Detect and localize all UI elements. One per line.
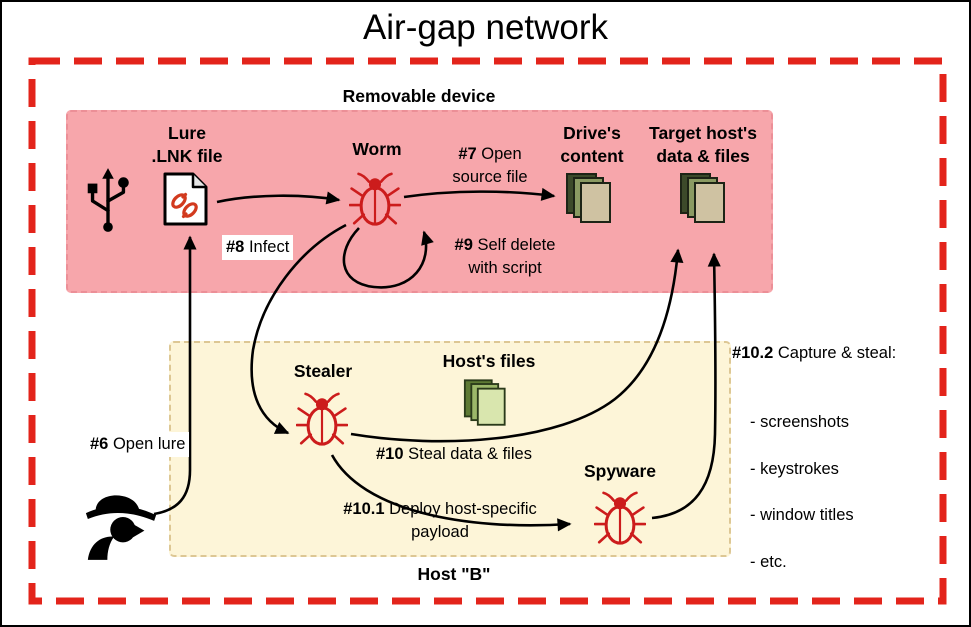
stealer-label: Stealer <box>293 361 353 381</box>
step-6-number: #6 <box>90 435 109 453</box>
step-10-1-text: Deploy host-specific payload <box>389 500 537 541</box>
target-host-label: Target host's data & files <box>649 123 757 167</box>
capture-item-window-titles: - window titles <box>750 506 854 525</box>
worker-silhouette-icon <box>82 476 160 560</box>
step-10-2-heading: #10.2 Capture & steal: <box>732 342 960 365</box>
stealer-bug-icon <box>296 389 348 449</box>
capture-item-screenshots: - screenshots <box>750 412 850 431</box>
lure-lnk-label: Lure .LNK file <box>151 123 223 167</box>
target-host-file-stack-icon <box>679 172 733 225</box>
step-10-2-capture-steal: #10.2 Capture & steal: - screenshots - k… <box>732 319 960 621</box>
step-9-text: Self delete with script <box>468 236 556 277</box>
hosts-files-label: Host's files <box>442 351 536 371</box>
step-10-2-items: - screenshots - keystrokes - window titl… <box>732 387 960 598</box>
step-9-number: #9 <box>454 236 473 254</box>
worm-bug-icon <box>349 169 401 229</box>
host-b-label: Host "B" <box>417 564 491 584</box>
step-10-1-number: #10.1 <box>343 500 385 518</box>
capture-item-keystrokes: - keystrokes <box>750 459 839 478</box>
step-6-text: Open lure <box>108 435 186 453</box>
step-8-infect: #8 Infect <box>222 235 294 260</box>
step-7-open-source-file: #7 Open source file <box>434 143 546 189</box>
spyware-bug-icon <box>594 488 646 548</box>
worm-label: Worm <box>352 139 402 159</box>
drives-content-file-stack-icon <box>565 172 619 225</box>
capture-item-etc: - etc. <box>750 553 787 572</box>
step-7-text: Open source file <box>452 145 528 186</box>
broken-link-document-icon <box>162 172 209 226</box>
step-10-2-number: #10.2 <box>732 343 774 362</box>
step-6-open-lure: #6 Open lure <box>86 432 190 457</box>
step-10-text: Steal data & files <box>403 445 532 463</box>
step-8-number: #8 <box>226 238 245 256</box>
hosts-files-stack-icon <box>463 378 513 428</box>
step-10-1-deploy-payload: #10.1 Deploy host-specific payload <box>309 498 571 544</box>
step-8-text: Infect <box>244 238 290 256</box>
diagram-title: Air-gap network <box>362 8 609 47</box>
step-10-2-text: Capture & steal: <box>773 343 897 362</box>
step-9-self-delete: #9 Self delete with script <box>430 234 580 280</box>
drives-content-label: Drive's content <box>560 123 624 167</box>
step-7-number: #7 <box>458 145 477 163</box>
removable-device-label: Removable device <box>342 86 496 106</box>
step-10-steal-data: #10 Steal data & files <box>376 443 532 466</box>
spyware-label: Spyware <box>584 461 656 481</box>
usb-icon <box>80 166 136 234</box>
step-10-number: #10 <box>376 445 404 463</box>
